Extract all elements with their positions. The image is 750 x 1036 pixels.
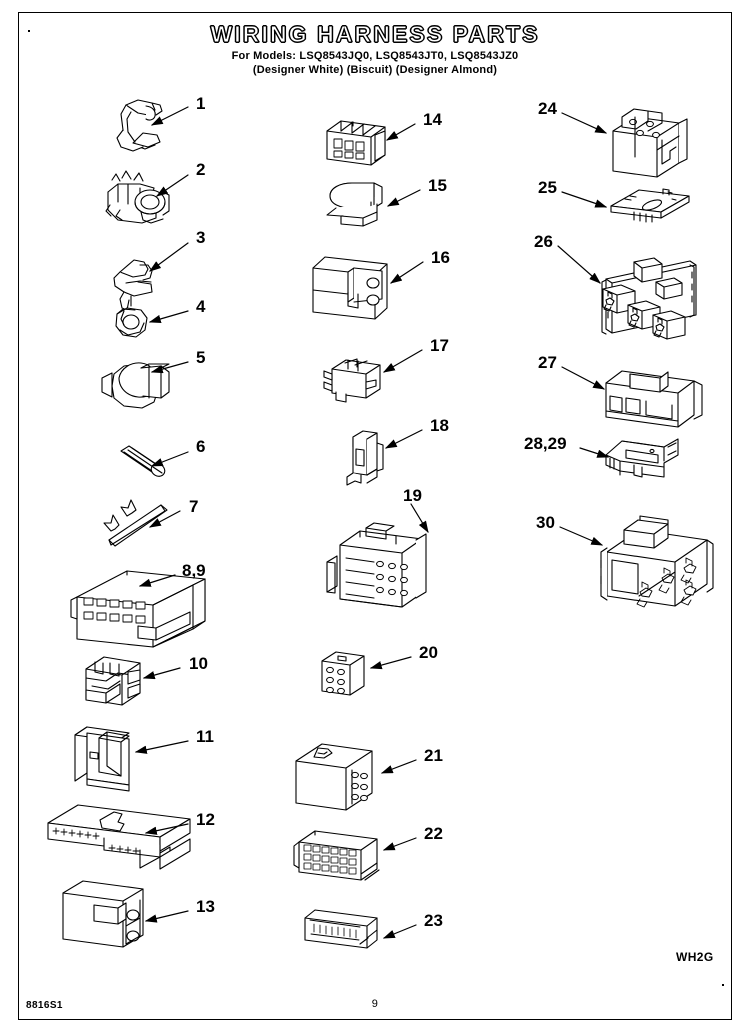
callout-11: 11 [196,727,214,746]
part-15-curved-cover-clip [326,182,383,227]
part-7-wire-tie-strap [103,499,168,547]
part-4-small-round-clip [115,307,148,338]
callout-6: 6 [196,437,206,456]
callout-24: 24 [538,99,557,118]
part-10-three-way-connector-block [85,656,141,706]
callout-21: 21 [424,746,443,765]
document-part-number: 8816S1 [26,1000,63,1011]
callout-16: 16 [431,248,450,267]
part-14-four-cavity-connector [326,120,386,166]
callout-26: 26 [534,232,553,251]
part-22-eighteen-cavity-connector [293,830,380,881]
callout-20: 20 [419,643,438,662]
part-11-single-terminal-housing [74,726,130,792]
callout-2: 2 [196,160,206,179]
part-30-main-harness-connector-block [600,515,714,608]
callout-4: 4 [196,297,206,316]
callout-7: 7 [189,497,199,516]
page-title: WIRING HARNESS PARTS [210,21,540,47]
page-header: WIRING HARNESS PARTS For Models: LSQ8543… [0,21,750,77]
part-24-large-power-connector [612,108,688,178]
callout-17: 17 [430,336,449,355]
part-1-wire-harness-clip-hook [116,99,163,152]
callout-13: 13 [196,897,215,916]
part-25-flat-mounting-plate [610,188,690,223]
part-2-harness-retainer-clamp [105,170,170,224]
part-18-forked-retainer-clip [346,430,384,486]
callout-3: 3 [196,228,206,247]
callout-10: 10 [189,654,208,673]
callout-22: 22 [424,824,443,843]
part-13-block-connector-with-latch [62,880,144,948]
callout-8-9: 8,9 [182,561,206,580]
callout-1: 1 [196,94,206,113]
part-20-six-cavity-connector [321,651,365,696]
part-12-flat-terminal-block-strip [47,804,191,870]
part-26-triple-relay-bracket-assembly [601,257,697,340]
callout-15: 15 [428,176,447,195]
callout-30: 30 [536,513,555,532]
part-21-nine-cavity-connector-block [295,743,373,811]
callout-18: 18 [430,416,449,435]
part-23-low-profile-terminal-strip [304,909,378,949]
page-border [18,12,732,1020]
section-code: WH2G [676,950,714,964]
model-list: For Models: LSQ8543JQ0, LSQ8543JT0, LSQ8… [231,50,519,62]
part-5-hose-saddle-clamp [101,362,170,409]
page-number: 9 [371,998,379,1010]
part-3-wire-clip-flat-spring [113,259,153,311]
callout-23: 23 [424,911,443,930]
part-27-wide-connector-housing [605,370,703,428]
callout-14: 14 [423,110,442,129]
part-8-9-multi-pin-connector-housing [70,570,206,648]
part-28-29-angled-connector-shell [605,438,679,478]
callout-leader-lines [134,106,610,939]
callout-27: 27 [538,353,557,372]
registration-mark-bottom-right [722,984,724,986]
part-16-two-circuit-connector-body [312,256,388,320]
callout-28-29: 28,29 [524,434,567,453]
registration-mark-top-left [28,30,30,32]
callout-19: 19 [403,486,422,505]
part-17-terminal-pin-bracket [323,358,381,403]
callout-5: 5 [196,348,206,367]
color-variants: (Designer White) (Biscuit) (Designer Alm… [252,64,498,76]
callout-25: 25 [538,178,557,197]
callout-12: 12 [196,810,215,829]
part-19-twelve-cavity-connector [326,522,427,608]
